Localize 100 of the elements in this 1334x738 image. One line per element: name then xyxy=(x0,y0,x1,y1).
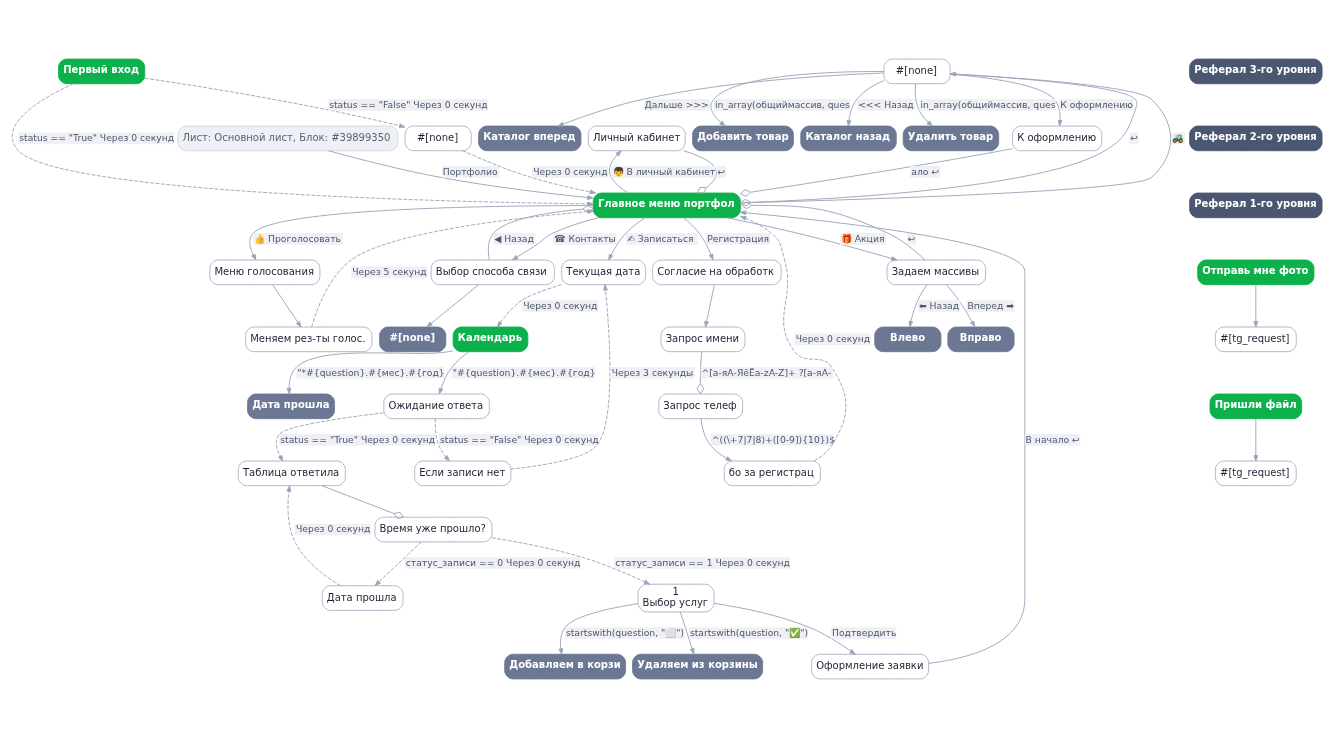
arrow xyxy=(328,150,594,200)
node-box: К оформлению xyxy=(1012,125,1103,152)
arrow xyxy=(1253,284,1259,328)
node-box: #[none] xyxy=(404,125,472,152)
edge-label: status == "False" Через 0 секунд xyxy=(329,98,488,110)
node-box: Лист: Основной лист, Блок: #39899350 xyxy=(177,125,399,152)
node-box: Текущая дата xyxy=(561,259,647,286)
edge-label: ⬅ Назад xyxy=(918,299,960,311)
arrow xyxy=(249,205,594,261)
arrow xyxy=(511,217,599,261)
edge-label: Через 5 секунд xyxy=(352,266,427,278)
edge-label: ало ↩ xyxy=(911,165,940,177)
arrow xyxy=(846,80,885,127)
node-box: #[tg_request] xyxy=(1214,460,1297,487)
edge-label: status == "True" Через 0 секунд xyxy=(19,132,175,144)
edge-label: ☎ Контакты xyxy=(554,232,616,244)
node-box: Добавить товар xyxy=(692,125,794,152)
edge-label: Через 0 секунд xyxy=(533,165,608,177)
node-box: 1 Выбор услуг xyxy=(637,583,715,613)
node-box: Добавляем в корзи xyxy=(504,653,627,680)
node-box: Каталог вперед xyxy=(478,125,582,152)
edge-label: статус_записи == 1 Через 0 секунд xyxy=(615,556,790,568)
arrow xyxy=(740,215,847,462)
edge-label: Вперед ➡ xyxy=(967,299,1015,311)
edge-label: Регистрация xyxy=(707,232,770,244)
node-box: Влево xyxy=(874,326,942,353)
arrow xyxy=(374,541,422,586)
arrow xyxy=(739,210,1026,664)
edge-label: ^[а-яА-ЯёЁa-zA-Z]+ ?[а-яА- xyxy=(701,366,832,378)
edge-label: статус_записи == 0 Через 0 секунд xyxy=(405,556,581,568)
arrow xyxy=(683,217,714,261)
node-box: Задаем массивы xyxy=(886,259,987,286)
edge-label: В начало ↩ xyxy=(1025,433,1080,445)
node-box: #[none] xyxy=(379,326,447,353)
node-box: #[tg_request] xyxy=(1214,326,1297,353)
arrow xyxy=(1253,418,1259,462)
edge-label: ✍ Записаться xyxy=(627,232,694,244)
arrow xyxy=(608,217,646,261)
arrow xyxy=(704,284,715,328)
edge-label: 🚜 xyxy=(1171,132,1183,144)
arrow xyxy=(713,602,856,655)
node-box: Удаляем из корзины xyxy=(632,653,764,680)
arrow xyxy=(438,351,470,395)
node-box: Реферал 3-го уровня xyxy=(1189,58,1323,85)
node-box: Согласие на обработк xyxy=(652,259,782,286)
node-box: Оформление заявки xyxy=(811,653,930,680)
edge-label: ↩ xyxy=(1130,132,1139,144)
arrow xyxy=(946,284,976,328)
arrow xyxy=(557,72,885,127)
edge-label: "#{question}.#{мес}.#{год} xyxy=(452,366,596,378)
node-box: Главное меню портфол xyxy=(592,192,741,219)
node-box: Личный кабинет xyxy=(587,125,686,152)
arrow xyxy=(426,284,479,328)
edge-label: 🎁 Акция xyxy=(840,232,885,244)
arrow xyxy=(144,77,406,129)
arrow xyxy=(914,83,933,127)
edge-label: Дальше >>> xyxy=(644,98,709,110)
node-box: Дата прошла xyxy=(321,585,404,611)
node-box: Каталог назад xyxy=(800,125,897,152)
node-box: Меняем рез-ты голос. xyxy=(245,326,373,353)
edge-label: ↩ xyxy=(717,165,726,177)
edge-label: Подтвердить xyxy=(831,626,897,638)
connector xyxy=(740,148,1013,197)
arrow xyxy=(679,611,695,655)
arrow xyxy=(491,537,651,585)
edge-label: 👍 Проголосовать xyxy=(254,232,342,244)
edge-label: startswith(question, "⬜") xyxy=(565,626,685,638)
node-box: Вправо xyxy=(947,326,1015,353)
edge-label: 👦 В личный кабинет xyxy=(612,165,716,177)
node-box: #[none] xyxy=(883,58,951,85)
edge-label: <<< Назад xyxy=(858,98,914,110)
node-box: Время уже прошло? xyxy=(374,516,493,543)
node-box: Удалить товар xyxy=(902,125,1000,152)
node-box: Меню голосования xyxy=(209,259,321,286)
node-box: Запрос имени xyxy=(660,326,746,353)
node-box: Ожидание ответа xyxy=(383,393,490,420)
arrow xyxy=(510,284,611,470)
node-box: Дата прошла xyxy=(247,393,335,420)
node-box: Реферал 2-го уровня xyxy=(1189,125,1323,152)
node-box: бо за регистрац xyxy=(723,460,821,487)
node-box: Пришли файл xyxy=(1209,393,1303,420)
arrow xyxy=(275,412,385,462)
edge-label: Через 0 секунд xyxy=(795,333,871,345)
arrow xyxy=(700,418,732,462)
edge-label: ↩ xyxy=(907,232,916,244)
node-box: Если записи нет xyxy=(414,460,512,487)
arrow xyxy=(726,217,898,261)
connector xyxy=(696,351,705,395)
edge-label: "*#{question}.#{мес}.#{год} xyxy=(297,366,445,378)
connector xyxy=(683,150,717,194)
arrow xyxy=(11,83,594,207)
arrow xyxy=(434,418,450,462)
arrow xyxy=(608,150,629,194)
arrow xyxy=(272,284,302,328)
node-box: Первый вход xyxy=(58,58,146,85)
arrow xyxy=(286,485,341,587)
arrow xyxy=(908,284,928,328)
node-box: Отправь мне фото xyxy=(1197,259,1315,286)
edge-label: status == "True" Через 0 секунд xyxy=(280,433,436,445)
node-box: Реферал 1-го уровня xyxy=(1189,192,1323,219)
